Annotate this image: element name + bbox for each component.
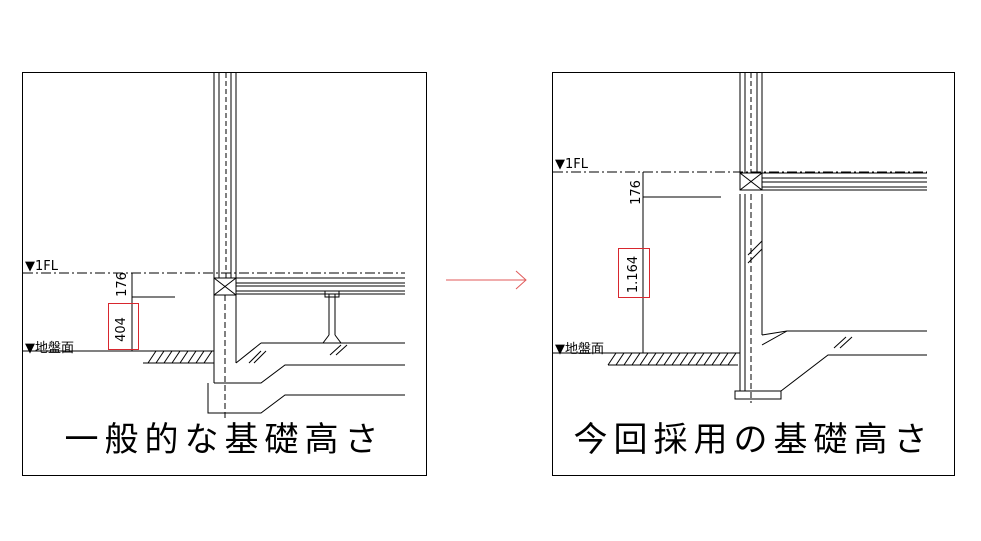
right-arrow-icon <box>446 270 527 290</box>
ground-level-label: ▼地盤面 <box>555 342 604 357</box>
fl-level-label: ▼1FL <box>25 259 58 274</box>
fl-level-label: ▼1FL <box>555 157 588 172</box>
right-section-panel: ▼1FL ▼地盤面 176 1.164 今回採用の基礎高さ <box>552 72 955 476</box>
ground-level-label: ▼地盤面 <box>25 341 74 356</box>
right-section-drawing <box>553 73 927 403</box>
highlight-box <box>108 303 139 350</box>
left-caption: 一般的な基礎高さ <box>64 420 385 460</box>
highlight-box <box>618 248 650 298</box>
dimension-176: 176 <box>114 272 130 297</box>
right-caption: 今回採用の基礎高さ <box>573 420 934 460</box>
left-section-drawing <box>23 73 405 418</box>
left-section-panel: ▼1FL ▼地盤面 176 404 一般的な基礎高さ <box>22 72 427 476</box>
dimension-176: 176 <box>628 180 644 205</box>
